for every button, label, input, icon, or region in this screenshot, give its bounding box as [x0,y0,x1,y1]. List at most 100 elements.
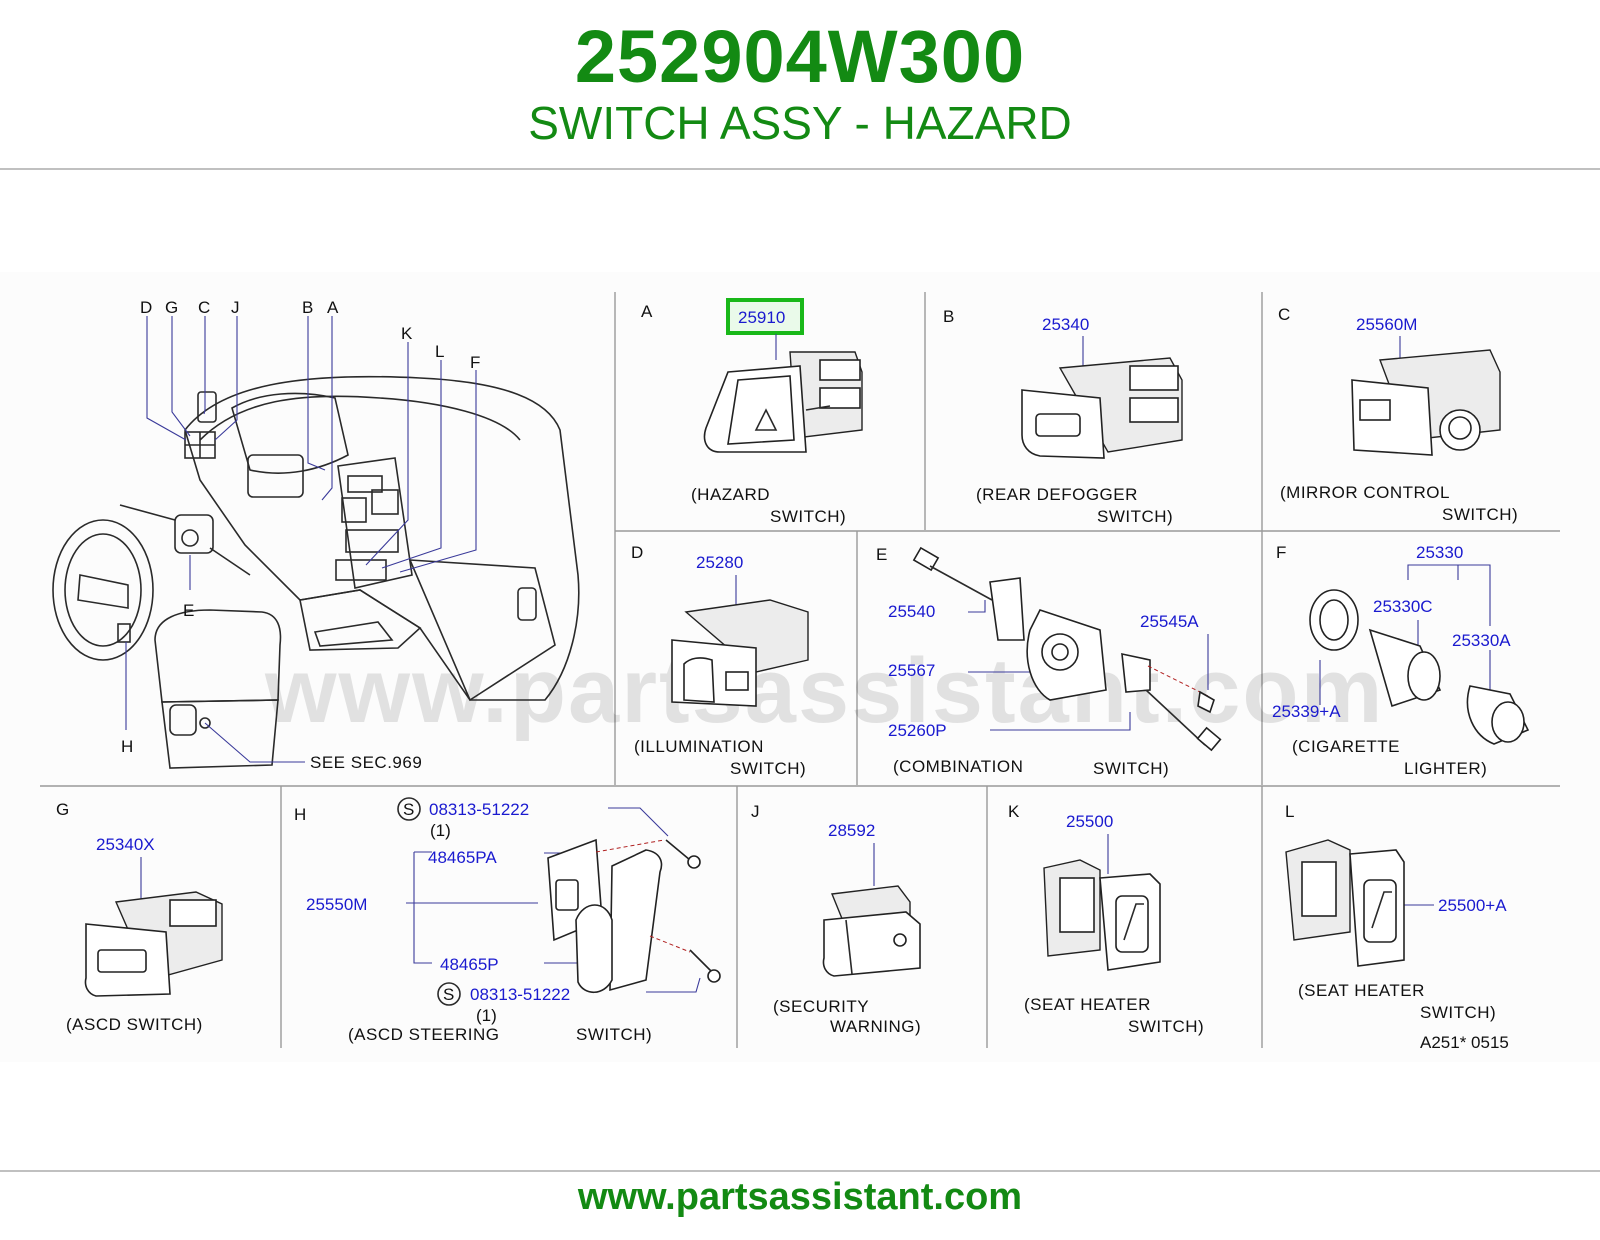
reference-code: A251* 0515 [1420,1033,1509,1052]
right-vent [517,587,537,621]
console-tray [313,621,394,647]
panel-k-letter: K [1008,802,1020,821]
panel-d-letter: D [631,543,643,562]
part-link-48465pa[interactable]: 48465PA [428,848,497,867]
callout-a: A [327,298,339,317]
part-link-25260p[interactable]: 25260P [888,721,947,740]
callout-e: E [183,601,194,620]
ascd-button-icon [97,949,147,973]
part-link-28592[interactable]: 28592 [828,821,875,840]
callout-f: F [470,353,480,372]
console-top [299,589,422,651]
panel-a-letter: A [641,302,653,321]
part-link-25339a[interactable]: 25339+A [1272,702,1341,721]
panel-g-letter: G [56,800,69,819]
panel-e-letter: E [876,545,887,564]
panel-j-letter: J [751,802,760,821]
part-link-25330a[interactable]: 25330A [1452,631,1511,650]
column-switch-body [174,514,214,554]
highlight-box[interactable] [726,298,804,335]
security-led-icon [893,933,907,947]
lighter-drawing [1309,589,1530,745]
panel-grid [40,292,1560,1048]
callout-c: C [198,298,210,317]
panel-j-caption-2: WARNING) [830,1017,921,1036]
screw-symbol-2 [437,982,461,1006]
panel-l-letter: L [1285,802,1294,821]
screw-symbol-1 [397,797,421,821]
panel-a-caption-1: (HAZARD [691,485,770,504]
screw-symbol-2-text: S [443,985,454,1004]
part-link-25560m[interactable]: 25560M [1356,315,1417,334]
part-link-25910[interactable]: 25910 [738,308,785,327]
panel-h-ascd-steering: H S 08313-51222 (1) 48465PA 25550M 48465… [294,797,721,1044]
panel-k-caption-2: SWITCH) [1128,1017,1204,1036]
part-link-25500a[interactable]: 25500+A [1438,896,1507,915]
panel-f-letter: F [1276,543,1286,562]
ascd-switch-drawing [84,891,223,997]
steering-hub [77,574,129,609]
panel-f-cigarette-lighter: F 25330 25330C 25330A 25339+A (CIGARETTE… [1272,543,1530,778]
ascd-steering-drawing [547,838,721,994]
left-vent [197,391,217,423]
header-divider [0,168,1600,170]
center-vent-3 [341,497,367,523]
panel-b-letter: B [943,307,954,326]
hazard-switch-drawing [703,351,863,453]
panel-a-hazard-switch: A 25910 (HAZARD SWITCH) [641,298,863,526]
part-link-25330[interactable]: 25330 [1416,543,1463,562]
cluster-gauge [247,454,304,498]
part-link-08313-51222-b[interactable]: 08313-51222 [470,985,570,1004]
part-description: SWITCH ASSY - HAZARD [528,97,1072,149]
panel-k-seat-heater: K 25500 (SEAT HEATER SWITCH) [1008,802,1204,1036]
column-stalk-right [209,547,251,576]
part-link-25540[interactable]: 25540 [888,602,935,621]
defogger-icon [1035,413,1081,437]
callout-h: H [121,737,133,756]
part-number-title: 252904W300 [574,15,1026,98]
panel-d-caption-2: SWITCH) [730,759,806,778]
panel-l-seat-heater: L 25500+A (SEAT HEATER SWITCH) A251* 051… [1285,802,1509,1052]
panel-h-letter: H [294,805,306,824]
radio-unit [345,529,399,553]
panel-a-caption-2: SWITCH) [770,507,846,526]
part-link-25500[interactable]: 25500 [1066,812,1113,831]
part-link-25567[interactable]: 25567 [888,661,935,680]
part-link-25545a[interactable]: 25545A [1140,612,1199,631]
panel-f-leaders [1319,564,1491,705]
panel-l-caption-1: (SEAT HEATER [1298,981,1425,1000]
part-link-25340x[interactable]: 25340X [96,835,155,854]
footer-url[interactable]: www.partsassistant.com [577,1176,1023,1218]
part-link-08313-51222-a[interactable]: 08313-51222 [429,800,529,819]
panel-d-caption-1: (ILLUMINATION [634,737,764,756]
console-pocket [169,704,197,736]
panel-f-caption-2: LIGHTER) [1404,759,1487,778]
footer-divider [0,1170,1600,1172]
steering-wheel-inner [64,533,142,647]
panel-b-caption-2: SWITCH) [1097,507,1173,526]
part-link-25330c[interactable]: 25330C [1373,597,1433,616]
panel-b-caption-1: (REAR DEFOGGER [976,485,1138,504]
part-link-25280[interactable]: 25280 [696,553,743,572]
panel-d-illumination: D 25280 (ILLUMINATION SWITCH) [631,543,809,778]
center-vent-1 [347,475,383,493]
panel-j-caption-1: (SECURITY [773,997,869,1016]
seat-heater-l-drawing [1285,839,1405,967]
callout-b: B [302,298,313,317]
switch-row [335,559,387,581]
panel-c-caption-1: (MIRROR CONTROL [1280,483,1450,502]
panel-c-letter: C [1278,305,1290,324]
part-link-48465p[interactable]: 48465P [440,955,499,974]
see-section-note: SEE SEC.969 [310,753,422,772]
part-link-25340[interactable]: 25340 [1042,315,1089,334]
panel-h-qty-2: (1) [476,1006,497,1025]
console-box [161,699,279,769]
panel-b-rear-defogger: B 25340 (REAR DEFOGGER SWITCH) [943,307,1183,526]
illumination-switch-drawing [671,599,809,707]
defogger-switch-drawing [1021,357,1183,459]
seat-icon-l [1371,891,1392,929]
part-link-25550m[interactable]: 25550M [306,895,367,914]
armrest [154,609,282,703]
panel-j-security-warning: J 28592 (SECURITY WARNING) [751,802,921,1036]
mirror-knob-icon [1448,416,1472,440]
